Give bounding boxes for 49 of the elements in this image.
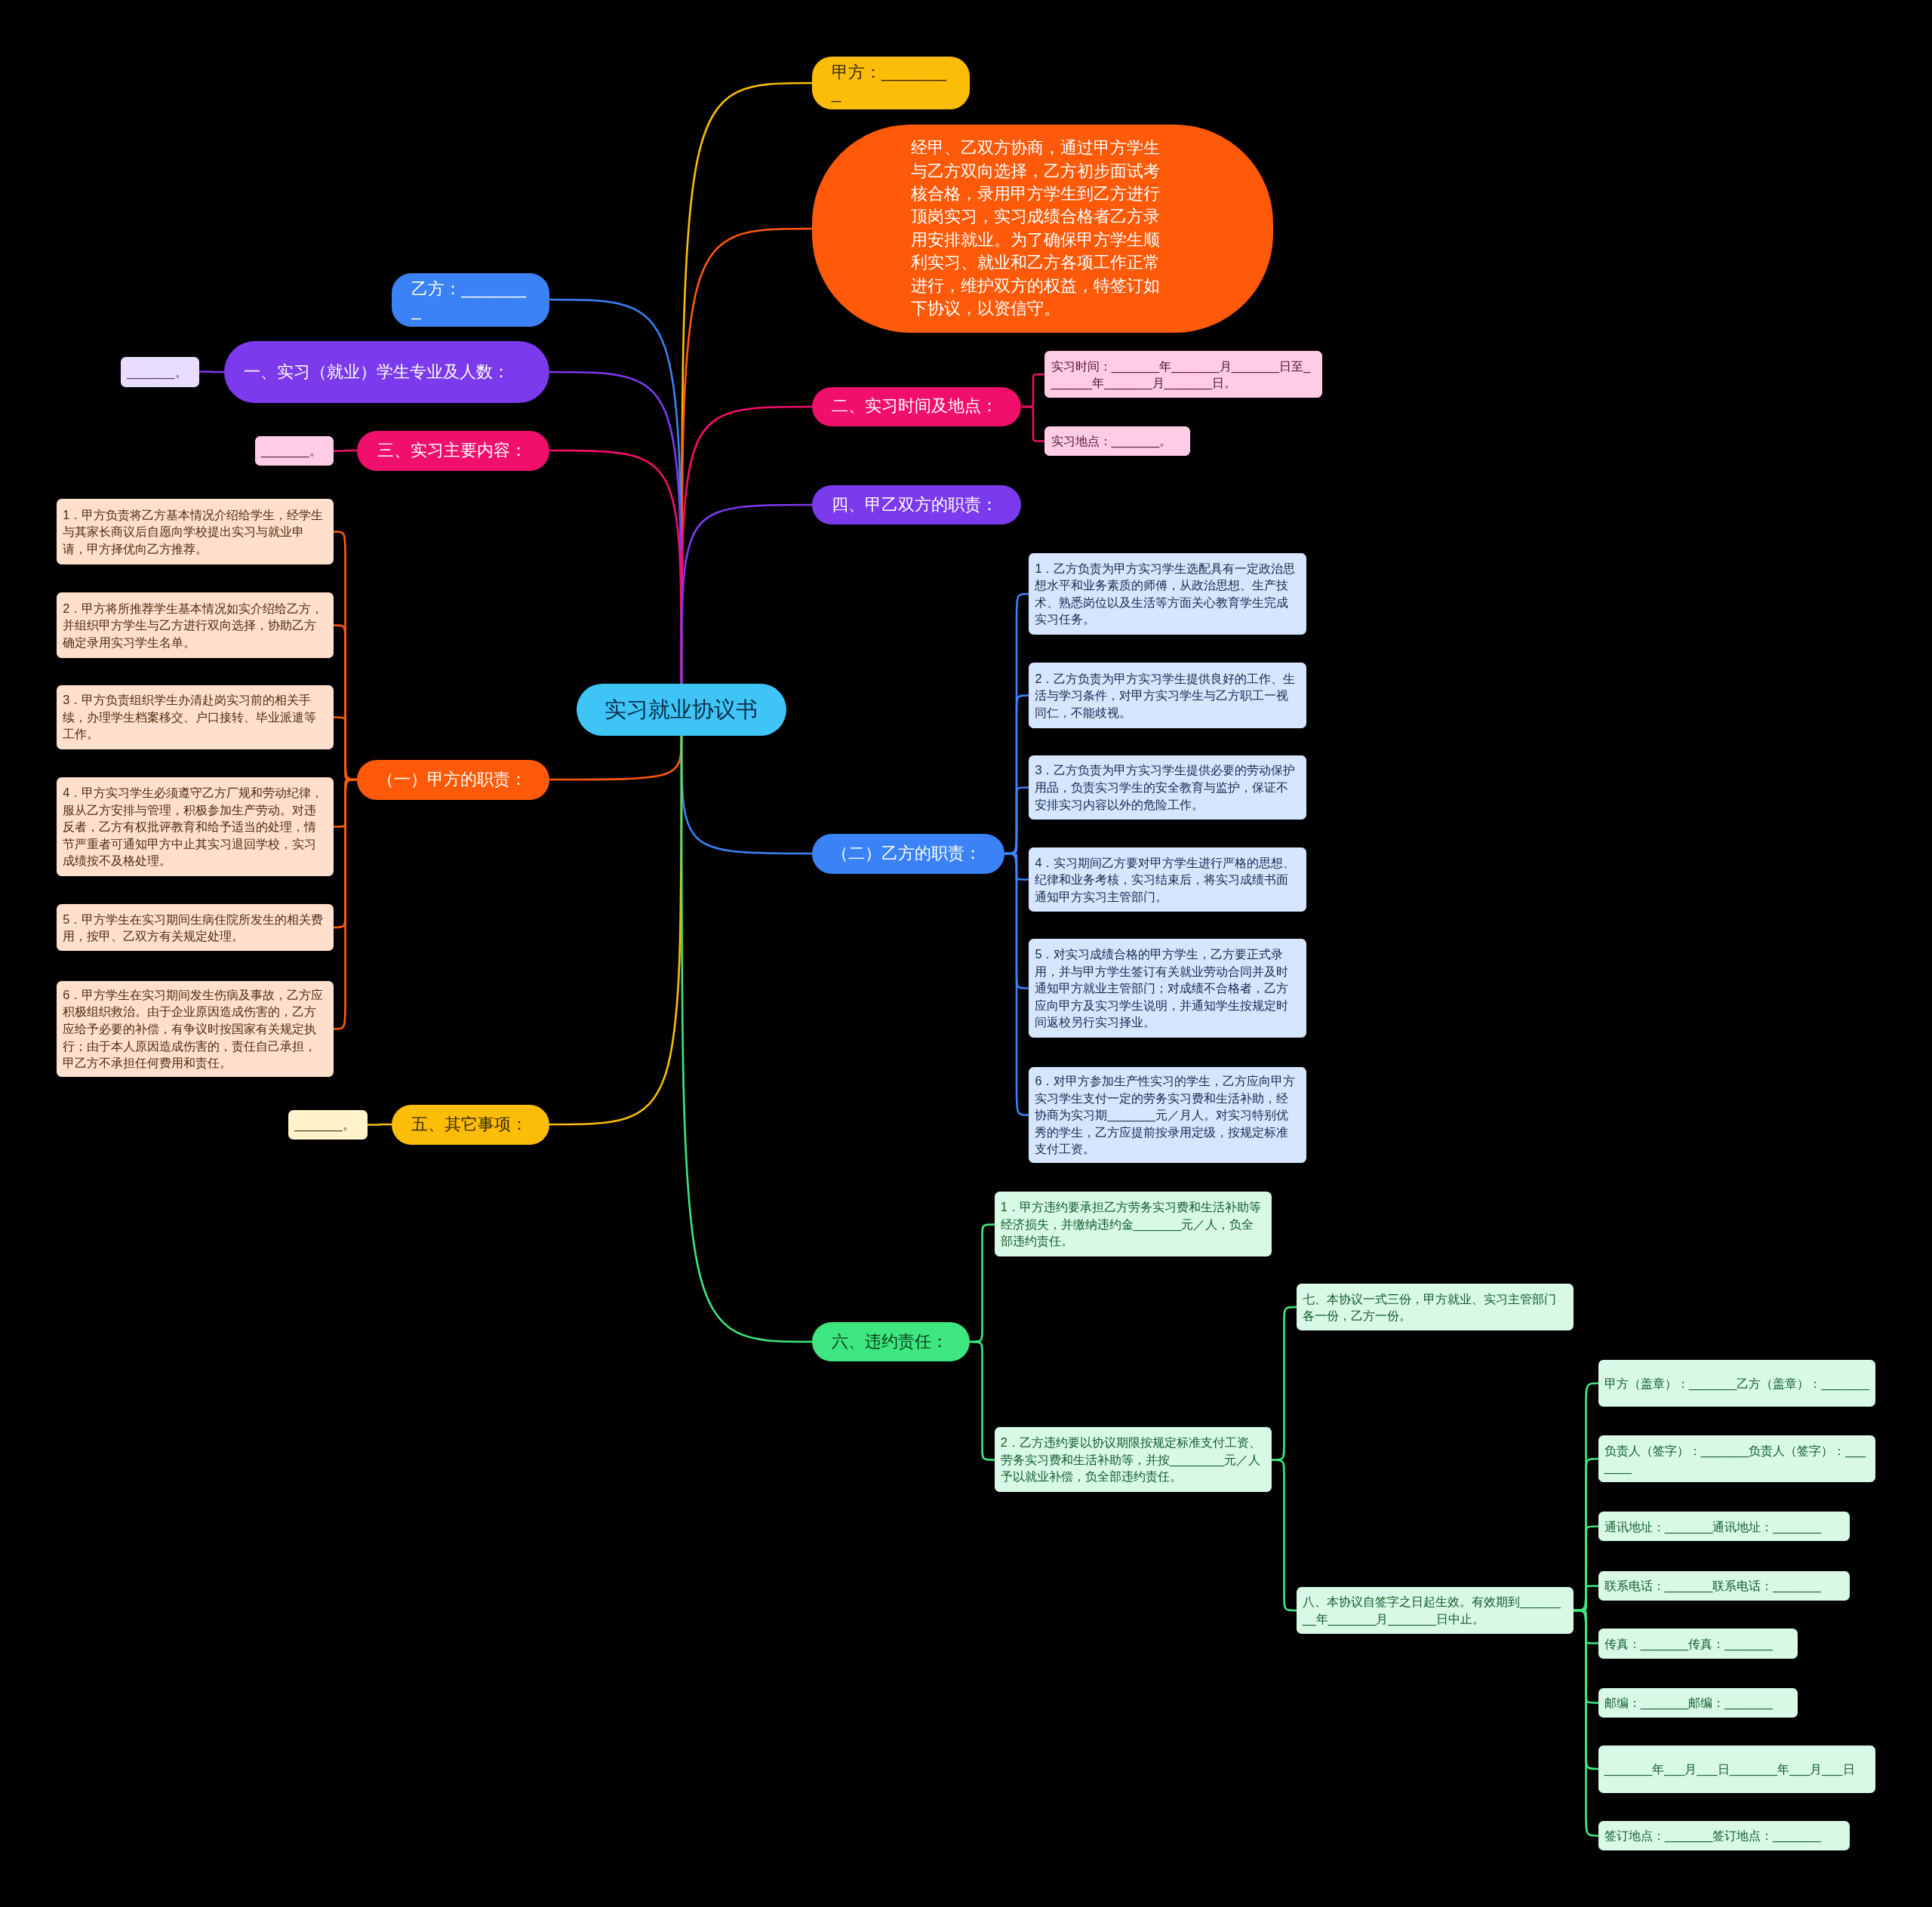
branch-line [970,1340,995,1461]
note-box: 6．甲方学生在实习期间发生伤病及事故，乙方应积极组织救治。由于企业原因造成伤害的，乙方应给予必要的补偿，有争议时按国家有关规定执行；由于本人原因造成伤害的，责任自己承担，甲乙方不承担任何费用和责任。 [57,980,334,1077]
topic-pill: 一、实习（就业）学生专业及人数： [224,341,550,403]
note-box: 邮编：_______邮编：_______ [1598,1687,1798,1718]
topic-pill: 乙方：________ [392,273,550,327]
branch-line [367,1123,392,1126]
note-box: 2．乙方负责为甲方实习学生提供良好的工作、生活与学习条件，对甲方实习学生与乙方职工一视同仁，不能歧视。 [1029,663,1306,728]
topic-pill: 五、其它事项： [392,1105,550,1145]
note-box: 5．对实习成绩合格的甲方学生，乙方要正式录用，并与甲方学生签订有关就业劳动合同并及时通知甲方就业主管部门；对成绩不合格者，乙方应向甲方及实习学生说明，并通知学生按规定时间返校另行实习择业。 [1029,939,1306,1038]
note-box: 1．甲方违约要承担乙方劳务实习费和生活补助等经济损失，并缴纳违约金_______元／人，负全部违约责任。 [994,1191,1272,1257]
branch-line [680,736,812,1343]
branch-line [680,503,812,684]
note-box: _______。 [288,1110,368,1140]
topic-pill: （二）乙方的职责： [811,834,1004,874]
note-box: 实习时间：_______年_______月_______日至_______年_______月_______日。 [1044,351,1322,398]
note-box: 甲方（盖章）：_______乙方（盖章）：_______ [1598,1360,1875,1407]
note-box: 3．甲方负责组织学生办清赴岗实习前的相关手续，办理学生档案移交、户口接转、毕业派遣等工作。 [57,684,334,749]
central-topic-pill: 实习就业协议书 [577,684,786,736]
note-box: 通讯地址：_______通讯地址：_______ [1598,1512,1850,1542]
note-box: 联系电话：_______联系电话：_______ [1598,1570,1850,1601]
note-box: 2．乙方违约要以协议期限按规定标准支付工资、劳务实习费和生活补助等，并按________元／人予以就业补偿，负全部违约责任。 [994,1426,1272,1493]
topic-pill: （一）甲方的职责： [357,760,550,800]
note-box: _______年___月___日_______年___月___日 [1598,1746,1875,1793]
note-box: 七、本协议一式三份，甲方就业、实习主管部门各一份，乙方一份。 [1296,1284,1574,1331]
topic-pill: 四、甲乙双方的职责： [811,485,1022,525]
topic-pill: 三、实习主要内容： [357,431,550,471]
note-box: 传真：_______传真：_______ [1598,1629,1798,1659]
branch-line [334,449,357,452]
note-box: 1．乙方负责为甲方实习学生选配具有一定政治思想水平和业务素质的师傅，从政治思想、生产技术、熟悉岗位以及生活等方面关心教育学生完成实习任务。 [1029,553,1306,635]
topic-pill: 甲方：________ [811,57,970,110]
note-box: _______。 [121,357,200,387]
note-box: 1．甲方负责将乙方基本情况介绍给学生，经学生与其家长商议后自愿向学校提出实习与就业申请，甲方择优向乙方推荐。 [57,499,334,564]
note-box: 6．对甲方参加生产性实习的学生，乙方应向甲方实习学生支付一定的劳务实习费和生活补助，经协商为实习期_______元／月人。对实习特别优秀的学生，乙方应提前按录用定级，按规定标准支付工资。 [1029,1066,1306,1164]
note-box: 八、本协议自签字之日起生效。有效期到________年_______月_______日中止。 [1296,1586,1574,1634]
note-box: 签订地点：_______签订地点：_______ [1598,1821,1850,1851]
branch-line [1022,405,1044,442]
branch-line [199,371,224,374]
note-box: 3．乙方负责为甲方实习学生提供必要的劳动保护用品，负责实习学生的安全教育与监护，保证不安排实习内容以外的危险工作。 [1029,755,1306,820]
topic-pill: 二、实习时间及地点： [811,386,1022,426]
note-box: _______。 [254,435,334,466]
note-box: 5．甲方学生在实习期间生病住院所发生的相关费用，按甲、乙双方有关规定处理。 [57,904,334,952]
topic-pill: 六、违约责任： [811,1321,970,1362]
note-box: 负责人（签字）：_______负责人（签字）：_______ [1598,1435,1875,1483]
note-box: 2．甲方将所推荐学生基本情况如实介绍给乙方，并组织甲方学生与乙方进行双向选择，协助乙方确定录用实习学生名单。 [57,592,334,658]
note-box: 4．甲方实习学生必须遵守乙方厂规和劳动纪律，服从乙方安排与管理，积极参加生产劳动。对违反者，乙方有权批评教育和给予适当的处理，情节严重者可通知甲方中止其实习退回学校，实习成绩按不及格处理。 [57,777,334,876]
note-box: 4．实习期间乙方要对甲方学生进行严格的思想、纪律和业务考核，实习结束后，将实习成绩书面通知甲方实习主管部门。 [1029,847,1306,912]
note-box: 实习地点：_______。 [1044,426,1191,457]
intro-paragraph-pill: 经甲、乙双方协商，通过甲方学生与乙方双向选择，乙方初步面试考核合格，录用甲方学生到乙方进行顶岗实习，实习成绩合格者乙方录用安排就业。为了确保甲方学生顺利实习、就业和乙方各项工作正常进行，维护双方的权益，特签订如下协议，以资信守。 [811,124,1273,333]
branch-line [1272,1459,1297,1612]
